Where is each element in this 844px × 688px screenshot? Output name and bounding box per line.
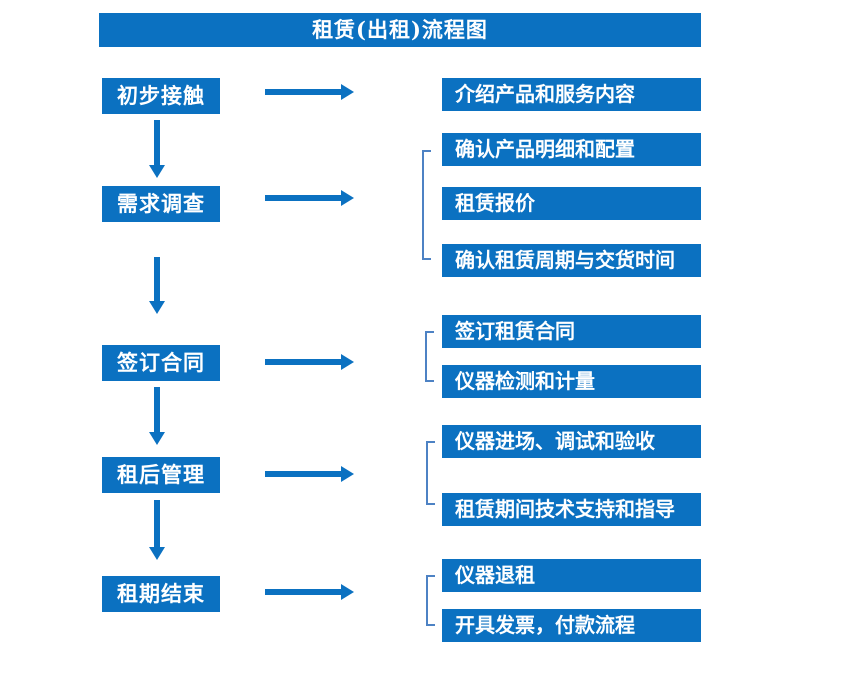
stage-box-demand-survey: 需求调查 <box>102 186 220 222</box>
arrow-shaft <box>265 359 341 365</box>
detail-box-confirm-product-config: 确认产品明细和配置 <box>442 133 701 166</box>
detail-box-invoice-payment: 开具发票，付款流程 <box>442 609 701 642</box>
arrow-shaft <box>265 589 341 595</box>
arrow-shaft <box>154 500 160 548</box>
stage-box-post-rental-management: 租后管理 <box>102 457 220 493</box>
down-arrow-icon-1 <box>149 120 165 178</box>
arrow-shaft <box>154 257 160 302</box>
right-arrow-icon-4 <box>265 466 354 482</box>
arrow-shaft <box>154 120 160 166</box>
detail-box-tech-support: 租赁期间技术支持和指导 <box>442 493 701 526</box>
detail-box-instrument-return: 仪器退租 <box>442 559 701 592</box>
bracket-rental-end-group <box>426 575 435 626</box>
right-arrow-icon-2 <box>265 190 354 206</box>
arrow-shaft <box>265 195 341 201</box>
arrow-head <box>149 301 165 314</box>
right-arrow-icon-5 <box>265 584 354 600</box>
bracket-demand-survey-group <box>422 150 431 260</box>
stage-box-initial-contact: 初步接触 <box>102 78 220 114</box>
bracket-sign-contract-group <box>425 331 434 382</box>
arrow-shaft <box>154 387 160 433</box>
arrow-head <box>149 165 165 178</box>
arrow-head <box>149 547 165 560</box>
stage-box-rental-end: 租期结束 <box>102 576 220 612</box>
flowchart-title: 租赁(出租)流程图 <box>99 13 701 47</box>
detail-box-introduce-products: 介绍产品和服务内容 <box>442 78 701 111</box>
right-arrow-icon-3 <box>265 354 354 370</box>
detail-box-instrument-setup: 仪器进场、调试和验收 <box>442 425 701 458</box>
arrow-head <box>341 354 354 370</box>
detail-box-sign-rental-contract: 签订租赁合同 <box>442 315 701 348</box>
stage-box-sign-contract: 签订合同 <box>102 345 220 381</box>
arrow-head <box>341 584 354 600</box>
right-arrow-icon-1 <box>265 84 354 100</box>
arrow-head <box>341 84 354 100</box>
detail-box-instrument-testing: 仪器检测和计量 <box>442 365 701 398</box>
arrow-shaft <box>265 471 341 477</box>
arrow-head <box>149 432 165 445</box>
arrow-head <box>341 190 354 206</box>
down-arrow-icon-4 <box>149 500 165 560</box>
arrow-shaft <box>265 89 341 95</box>
detail-box-rental-quote: 租赁报价 <box>442 187 701 220</box>
detail-box-confirm-period-delivery: 确认租赁周期与交货时间 <box>442 244 701 277</box>
down-arrow-icon-2 <box>149 257 165 314</box>
bracket-post-rental-group <box>426 441 435 505</box>
down-arrow-icon-3 <box>149 387 165 445</box>
arrow-head <box>341 466 354 482</box>
